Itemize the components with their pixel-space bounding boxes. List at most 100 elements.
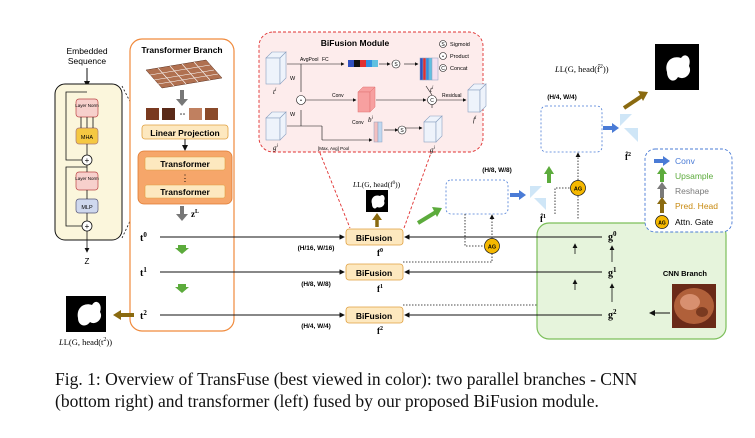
loss-fhat2: LL(G, head(f̂2)) bbox=[554, 63, 609, 74]
caption-line-2: (bottom right) and transformer (left) fu… bbox=[55, 391, 599, 411]
svg-text:•: • bbox=[300, 98, 302, 104]
mha-label: MHA bbox=[81, 135, 94, 141]
legend-sigmoid: Sigmoid bbox=[450, 42, 470, 48]
module-w-bottom: W bbox=[290, 112, 296, 118]
upsample-arrow-fhat1-head bbox=[544, 166, 554, 174]
pred-head-arrow-t2-head bbox=[113, 310, 121, 320]
module-sigmoid-bottom bbox=[397, 125, 407, 135]
bifusion-0-label: BiFusion bbox=[356, 233, 392, 243]
module-zoom-left bbox=[317, 147, 351, 229]
transformer-branch-title: Transformer Branch bbox=[141, 45, 222, 55]
encoder-output-z: Z bbox=[85, 257, 90, 266]
legend-conv: Conv bbox=[675, 156, 696, 166]
legend-upsample-arrow-head bbox=[657, 167, 667, 174]
legend-conv-arrow-head bbox=[663, 156, 670, 166]
add-node-2-symbol: + bbox=[85, 222, 90, 231]
svg-text:C: C bbox=[441, 66, 445, 72]
embedded-patches-image bbox=[145, 59, 223, 89]
encoder-connectors bbox=[65, 91, 94, 253]
res-label-0: (H/16, W/16) bbox=[298, 245, 335, 252]
legend-pred-head-arrow-head bbox=[657, 197, 667, 204]
layer-norm-2-label: Layer Norm bbox=[75, 176, 99, 181]
svg-text:S: S bbox=[441, 42, 445, 48]
zL-label: zL bbox=[191, 209, 199, 219]
f0-label: f0 bbox=[377, 248, 383, 258]
t0-label: t0 bbox=[140, 231, 147, 244]
module-residual: Residual bbox=[442, 93, 461, 99]
legend-upsample: Upsample bbox=[675, 171, 714, 181]
bifusion-block-2 bbox=[345, 306, 404, 324]
conv-arrow-2-head bbox=[612, 123, 619, 133]
module-g-hat-cube bbox=[423, 115, 443, 143]
bifusion-module-title: BiFusion Module bbox=[321, 38, 390, 48]
embedded-sequence-label-1: Embedded bbox=[66, 46, 107, 56]
bifusion-block-1 bbox=[345, 263, 404, 281]
zoom-line-top bbox=[121, 85, 158, 155]
res-label-2: (H/4, W/4) bbox=[301, 323, 331, 330]
module-b-cube bbox=[357, 86, 376, 113]
linear-projection-label: Linear Projection bbox=[150, 128, 219, 138]
decoder-res-top: (H/4, W/4) bbox=[547, 94, 577, 101]
patch-tokens bbox=[146, 108, 218, 120]
module-t-hat-cube bbox=[419, 57, 439, 81]
module-max-avg-pool: [Max, Avg] Pool bbox=[318, 146, 349, 151]
embedded-sequence-label-2: Sequence bbox=[68, 56, 107, 66]
module-conv-b: Conv bbox=[352, 120, 364, 126]
module-spatial-map bbox=[373, 121, 383, 143]
legend-product: Product bbox=[450, 54, 469, 60]
legend-attn-gate: Attn. Gate bbox=[675, 217, 714, 227]
pred-head-arrow-f0-head bbox=[372, 213, 382, 220]
legend-pred-head: Pred. Head bbox=[675, 201, 718, 211]
legend-concat: Concat bbox=[450, 66, 468, 72]
reshape-arrow-2-head bbox=[176, 214, 188, 221]
bifusion-block-0 bbox=[345, 228, 404, 246]
mlp-label: MLP bbox=[81, 205, 93, 211]
g2-label: g2 bbox=[608, 308, 617, 321]
svg-text:S: S bbox=[394, 62, 398, 68]
bifusion-1-label: BiFusion bbox=[356, 268, 392, 278]
loss-t2: LL(G, head(t2)) bbox=[58, 337, 112, 347]
res-label-1: (H/8, W/8) bbox=[301, 281, 331, 288]
decoder-res-mid: (H/8, W/8) bbox=[482, 167, 512, 174]
bifusion-2-label: BiFusion bbox=[356, 311, 392, 321]
transformer-top-label: Transformer bbox=[160, 159, 210, 169]
module-g-label: gi bbox=[273, 144, 279, 152]
module-product-node bbox=[296, 95, 306, 105]
module-w-top: W bbox=[290, 76, 296, 82]
pred-head-arrow-fhat2 bbox=[622, 94, 644, 110]
decoder-concat-box-2 bbox=[540, 105, 603, 153]
f1-label: f1 bbox=[377, 284, 383, 294]
fhat1-label: f̂1 bbox=[540, 213, 546, 224]
module-avgpool: AvgPool bbox=[300, 57, 319, 63]
svg-text:C: C bbox=[430, 98, 434, 104]
module-sigmoid-top bbox=[391, 59, 401, 69]
transformer-bottom-box bbox=[144, 184, 226, 199]
f0-mask-shape bbox=[371, 194, 385, 209]
t1-label: t1 bbox=[140, 266, 147, 279]
module-concat-node bbox=[427, 95, 437, 105]
fhat1-block bbox=[530, 186, 546, 210]
module-f-cube bbox=[467, 83, 487, 113]
layer-norm-1 bbox=[75, 98, 99, 118]
f2-label: f2 bbox=[377, 326, 383, 336]
module-b-label: bi bbox=[368, 116, 374, 124]
fhat2-mask-shape bbox=[666, 55, 691, 81]
loss-f0: LL(G, head(f0)) bbox=[352, 180, 401, 189]
transformer-dots: ⋮ bbox=[181, 173, 190, 183]
module-fc-output-strip bbox=[348, 60, 378, 67]
legend-reshape: Reshape bbox=[675, 186, 709, 196]
fhat2-block bbox=[620, 114, 638, 142]
upsample-arrow-f0 bbox=[416, 210, 438, 225]
module-zoom-right bbox=[403, 149, 433, 229]
module-g-hat-label: gi bbox=[430, 146, 436, 154]
upsample-arrow-2 bbox=[175, 284, 189, 293]
module-t-cube bbox=[265, 51, 287, 85]
legend-box bbox=[644, 148, 733, 233]
module-f-label: fi bbox=[473, 116, 477, 124]
legend-ag-symbol: AG bbox=[658, 221, 666, 227]
legend-reshape-arrow-head bbox=[657, 182, 667, 189]
module-t-label: ti bbox=[273, 88, 277, 96]
upsample-arrow-1 bbox=[175, 245, 189, 254]
module-t-hat-label: ti bbox=[430, 86, 434, 94]
